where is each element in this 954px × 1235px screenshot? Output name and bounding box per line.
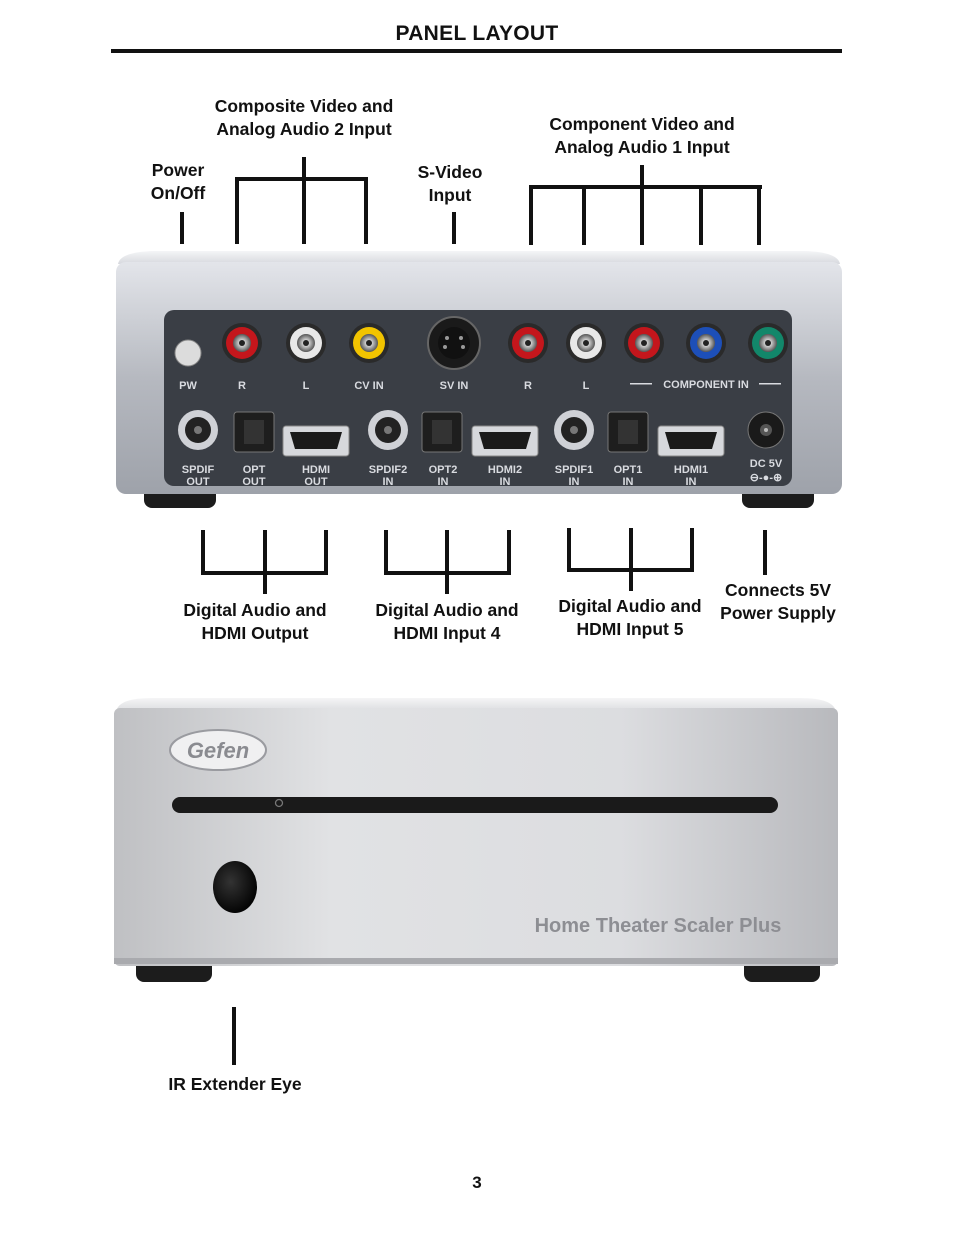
port-label-l: L — [303, 380, 310, 392]
port-label-component-in: COMPONENT IN — [663, 379, 749, 391]
port-label-dc-5v: DC 5V⊖-●-⊕ — [750, 458, 783, 484]
line-svideo — [452, 212, 456, 244]
callout-ir-extender-eye: IR Extender Eye — [168, 1074, 302, 1094]
device-bottom-edge — [114, 958, 838, 964]
port-label-cv-in: CV IN — [354, 380, 383, 392]
port-label-l: L — [583, 380, 590, 392]
optical-port — [233, 411, 275, 453]
power-indicator-icon — [274, 798, 284, 808]
hdmi-port — [471, 425, 539, 457]
rca-jack-white — [566, 323, 606, 363]
rca-jack-green — [748, 323, 788, 363]
back-panel-image: PW R L CV IN SV IN R L COMPONENT IN SPDI… — [116, 251, 842, 508]
bracket-component-leg — [582, 185, 586, 245]
bracket-component-leg — [640, 185, 644, 245]
rca-jack-white — [286, 323, 326, 363]
page-title: PANEL LAYOUT — [395, 22, 559, 45]
dc-power-jack — [747, 411, 785, 449]
disc-slot — [172, 797, 778, 813]
bracket-composite-stem — [302, 157, 306, 179]
model-name: Home Theater Scaler Plus — [535, 915, 782, 937]
bracket-output-leg — [324, 530, 328, 575]
bracket-composite-leg — [364, 177, 368, 244]
gefen-logo — [169, 729, 267, 771]
bracket-component-leg — [699, 185, 703, 245]
rca-jack-red — [508, 323, 548, 363]
rca-jack-red — [624, 323, 664, 363]
line-power-supply — [763, 530, 767, 575]
ir-extender-eye — [213, 861, 257, 913]
rca-jack-blue — [686, 323, 726, 363]
rca-jack-red — [222, 323, 262, 363]
device-front — [114, 708, 838, 966]
port-label-r: R — [524, 380, 532, 392]
line-power — [180, 212, 184, 244]
port-label-r: R — [238, 380, 246, 392]
brand-logo-text: Gefen — [187, 738, 249, 763]
component-label-rule — [759, 383, 781, 385]
port-label-sv-in: SV IN — [440, 380, 469, 392]
port-label-pw: PW — [179, 380, 197, 392]
bracket-output-leg — [263, 530, 267, 594]
rca-jack-yellow — [349, 323, 389, 363]
page-number: 3 — [472, 1173, 482, 1192]
line-ir-eye — [232, 1007, 236, 1065]
bracket-composite-leg — [302, 177, 306, 244]
optical-port — [421, 411, 463, 453]
spdif-jack — [178, 410, 218, 450]
bracket-input5-leg — [690, 528, 694, 572]
svideo-jack — [427, 316, 481, 370]
optical-port — [607, 411, 649, 453]
bracket-input4-leg — [507, 530, 511, 575]
device-top — [118, 251, 840, 264]
bracket-composite-leg — [235, 177, 239, 244]
component-label-rule — [630, 383, 652, 385]
hdmi-port — [657, 425, 725, 457]
hdmi-port — [282, 425, 350, 457]
power-button — [174, 339, 202, 367]
spdif-jack — [368, 410, 408, 450]
bracket-input5-leg — [629, 528, 633, 591]
bracket-component — [529, 185, 762, 189]
bracket-output-leg — [201, 530, 205, 575]
front-panel-image: Gefen Home Theater Scaler Plus — [114, 698, 838, 982]
bracket-component-leg — [757, 185, 761, 245]
bracket-composite — [235, 177, 368, 181]
title-rule — [111, 49, 842, 53]
bracket-input5-leg — [567, 528, 571, 572]
bracket-input4-leg — [384, 530, 388, 575]
bracket-component-stem — [640, 165, 644, 187]
bracket-component-leg — [529, 185, 533, 245]
spdif-jack — [554, 410, 594, 450]
bracket-input4-leg — [445, 530, 449, 594]
